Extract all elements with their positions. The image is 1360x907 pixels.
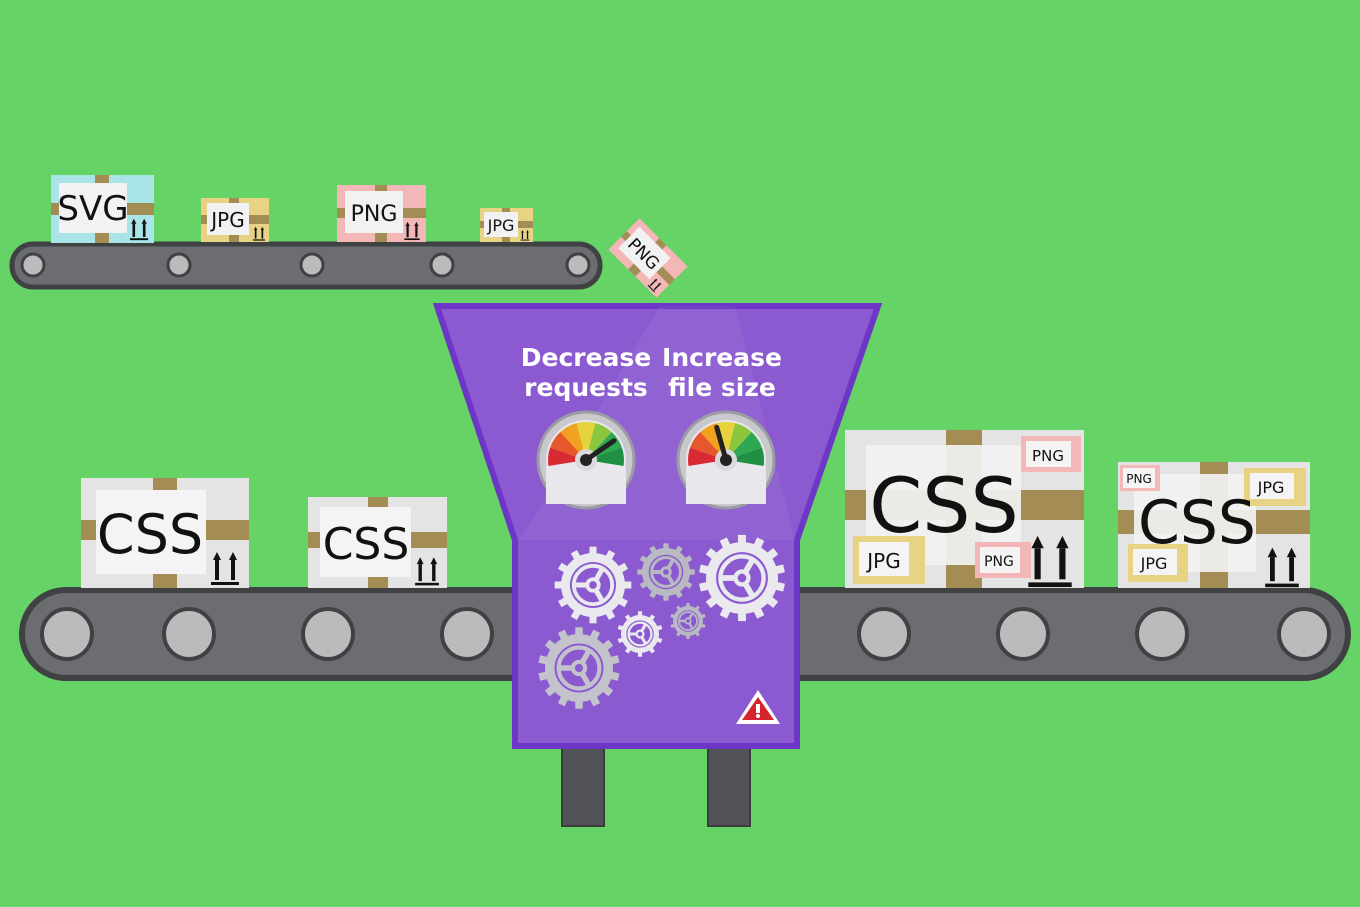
gauge-left — [536, 410, 636, 510]
top-box-png: PNG — [337, 185, 426, 242]
top-conveyor-rollers — [20, 252, 591, 278]
output-box-2-sticker-jpg-bottom: JPG — [1128, 544, 1188, 582]
top-box-jpg-2-label: JPG — [487, 216, 515, 235]
roller — [440, 607, 494, 661]
machine-leg-right — [707, 739, 751, 827]
top-conveyor — [9, 241, 603, 290]
roller — [166, 252, 192, 278]
output-box-1-sticker-png-top: PNG — [1021, 436, 1081, 472]
machine-body — [432, 303, 883, 749]
roller — [162, 607, 216, 661]
top-box-svg: SVG — [51, 175, 154, 243]
top-box-jpg-1-label: JPG — [209, 208, 244, 232]
machine-leg-left — [561, 739, 605, 827]
output-box-css-1-label: CSS — [869, 461, 1019, 550]
output-box-css-2: PNG JPG JPG CSS — [1118, 462, 1310, 588]
roller — [1277, 607, 1331, 661]
output-box-css-2-label: CSS — [1138, 488, 1256, 558]
svg-text:PNG: PNG — [1126, 472, 1152, 486]
input-box-css-1-label: CSS — [97, 503, 203, 566]
roller — [40, 607, 94, 661]
roller — [429, 252, 455, 278]
top-box-png-label: PNG — [351, 202, 398, 227]
roller — [565, 252, 591, 278]
output-box-1-sticker-png-bottom: PNG — [975, 542, 1031, 578]
output-box-1-sticker-jpg: JPG — [853, 536, 925, 584]
gauge-right-title-line1: Increase — [662, 343, 782, 372]
roller — [301, 607, 355, 661]
top-box-jpg-1: JPG — [201, 198, 269, 242]
bottom-conveyor-rollers — [40, 607, 1331, 661]
output-box-2-sticker-png: PNG — [1120, 465, 1160, 491]
gauge-right — [676, 410, 776, 510]
svg-text:JPG: JPG — [1257, 478, 1285, 497]
roller — [20, 252, 46, 278]
top-box-svg-label: SVG — [57, 189, 128, 229]
warning-triangle-icon — [736, 690, 780, 724]
svg-text:PNG: PNG — [984, 554, 1014, 570]
gauge-left-title-line1: Decrease — [521, 343, 652, 372]
input-box-css-2-label: CSS — [323, 519, 410, 570]
svg-text:JPG: JPG — [1140, 554, 1168, 573]
gear-icon — [538, 534, 785, 709]
output-box-css-1: PNG JPG PNG CSS — [845, 430, 1084, 588]
roller — [996, 607, 1050, 661]
output-box-2-sticker-jpg-top: JPG — [1244, 468, 1306, 506]
input-box-css-2: CSS — [308, 497, 447, 588]
input-box-css-1: CSS — [81, 478, 249, 588]
sprite-machine: Decrease requests Increase file size — [432, 303, 883, 827]
svg-text:PNG: PNG — [1032, 447, 1064, 465]
roller — [299, 252, 325, 278]
roller — [1135, 607, 1189, 661]
svg-text:JPG: JPG — [865, 549, 900, 573]
gauge-left-title-line2: requests — [524, 373, 648, 402]
top-box-jpg-2: JPG — [480, 208, 533, 242]
falling-box-png: PNG — [608, 218, 688, 298]
gauge-right-title-line2: file size — [668, 373, 776, 402]
roller — [857, 607, 911, 661]
